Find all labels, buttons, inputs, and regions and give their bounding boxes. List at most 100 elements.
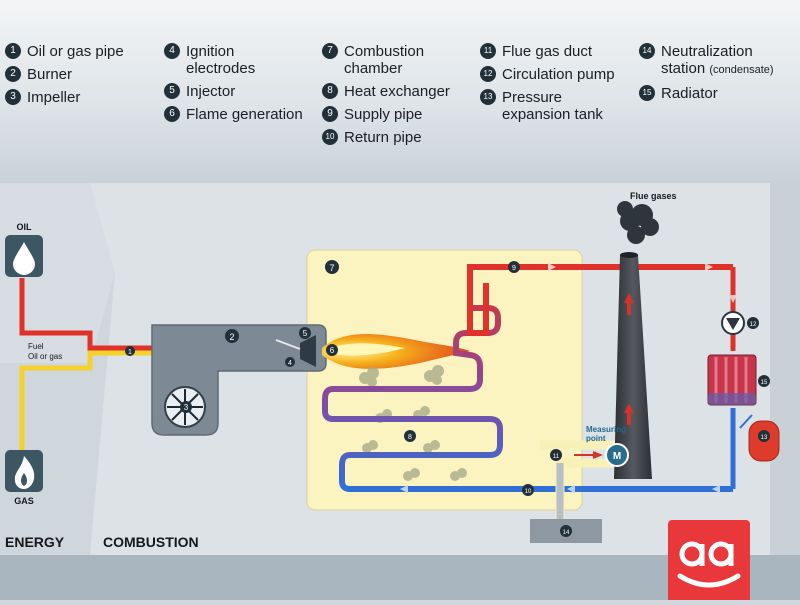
combustion-chamber: [306, 249, 583, 511]
badge-9: 9: [322, 106, 338, 122]
heat-exchanger-pipe: [322, 264, 733, 492]
badge-d10-text: 10: [525, 489, 532, 495]
badge-d5: [299, 327, 311, 339]
badge-d3: [180, 401, 192, 413]
legend-text-14-main: Neutralization station: [661, 43, 753, 77]
badge-2: 2: [5, 66, 21, 82]
aa-logo-icon: [668, 520, 750, 600]
legend-item-7: 7 Combustion chamber: [322, 43, 450, 77]
badge-d8: [404, 430, 416, 442]
badge-8: 8: [322, 83, 338, 99]
badge-d11: [550, 449, 562, 461]
diagram-canvas: 7 2 5 6 4 1 3 9 8 11 10 12 15 13 14 OIL …: [0, 183, 800, 555]
injector-nozzle: [300, 335, 316, 367]
badge-d7: [325, 260, 339, 274]
supply-loop: [467, 267, 489, 336]
oil-drop-icon: [5, 235, 43, 277]
badge-d13-text: 13: [761, 435, 768, 441]
legend-text-14-note: (condensate): [709, 64, 774, 76]
combustion-label: COMBUSTION: [103, 534, 199, 550]
legend-column-5: 14 Neutralization station (condensate) 15…: [639, 43, 774, 108]
chimney-arrows: [624, 293, 634, 425]
legend-text-12: Circulation pump: [502, 66, 615, 83]
badge-d1-text: 1: [128, 349, 132, 356]
badge-5: 5: [164, 83, 180, 99]
legend-text-9: Supply pipe: [344, 106, 423, 123]
radiator: [707, 354, 757, 406]
duct-arrow: [593, 451, 603, 459]
badge-d9: [508, 261, 520, 273]
legend-item-13: 13 Pressure expansion tank: [480, 89, 615, 123]
legend-text-6: Flame generation: [186, 106, 303, 123]
badge-d9-text: 9: [512, 265, 516, 272]
legend-text-7: Combustion chamber: [344, 43, 425, 77]
badge-1: 1: [5, 43, 21, 59]
legend-text-15: Radiator: [661, 85, 718, 102]
flow-arrows-supply: [548, 263, 737, 303]
badge-d8-text: 8: [408, 434, 412, 441]
badge-10: 10: [322, 129, 338, 145]
legend-item-2: 2 Burner: [5, 66, 124, 83]
energy-label: ENERGY: [5, 534, 65, 550]
legend-column-3: 7 Combustion chamber 8 Heat exchanger 9 Sup…: [322, 43, 450, 152]
legend-text-10: Return pipe: [344, 129, 422, 146]
heating-diagram: 7 2 5 6 4 1 3 9 8 11 10 12 15 13 14 OIL …: [0, 183, 800, 600]
fuel-label-line1: Fuel: [28, 342, 44, 351]
pump-triangle-icon: [726, 318, 740, 330]
flame-core: [328, 343, 405, 356]
diagram-badges: [125, 260, 770, 537]
badge-14: 14: [639, 43, 655, 59]
motor-measuring: [605, 443, 629, 467]
legend-item-12: 12 Circulation pump: [480, 66, 615, 83]
right-zone: [770, 183, 800, 555]
badge-d14-text: 14: [563, 530, 570, 536]
badge-d6: [326, 344, 338, 356]
legend-text-13: Pressure expansion tank: [502, 89, 603, 123]
legend-text-4: Ignition electrodes: [186, 43, 256, 77]
smoke-puffs: [359, 365, 467, 481]
chimney-top: [620, 252, 638, 258]
flue-gases-label: Flue gases: [630, 191, 677, 201]
gas-pipe: [19, 350, 160, 453]
badge-13: 13: [480, 89, 496, 105]
legend-item-10: 10 Return pipe: [322, 129, 450, 146]
legend-text-2: Burner: [27, 66, 73, 83]
badge-d12: [747, 317, 759, 329]
badge-d11-text: 11: [553, 454, 560, 460]
diagram-labels: OIL GAS Fuel Oil or gas Flue gases Measu…: [14, 191, 676, 506]
gas-flame-icon: [5, 450, 43, 492]
badge-d2-text: 2: [229, 332, 234, 342]
energy-zone: [0, 183, 115, 363]
legend-item-6: 6 Flame generation: [164, 106, 303, 123]
badge-3: 3: [5, 89, 21, 105]
badge-12: 12: [480, 66, 496, 82]
legend-item-1: 1 Oil or gas pipe: [5, 43, 124, 60]
legend-text-8: Heat exchanger: [344, 83, 450, 100]
oil-label: OIL: [17, 222, 33, 232]
bottom-bar: [0, 555, 800, 600]
badge-6: 6: [164, 106, 180, 122]
badge-d5-text: 5: [303, 329, 308, 338]
measuring-point-line2: point: [586, 434, 606, 443]
legend-text-1: Oil or gas pipe: [27, 43, 124, 60]
badge-d15-text: 15: [761, 380, 768, 386]
badge-d13: [758, 430, 770, 442]
gas-label: GAS: [14, 496, 34, 506]
badge-11: 11: [480, 43, 496, 59]
legend-text-5: Injector: [186, 83, 236, 100]
badge-d4-text: 4: [288, 360, 292, 367]
badge-d14: [560, 525, 572, 537]
motor-label: M: [613, 451, 621, 462]
oil-pipe: [19, 278, 160, 351]
badge-7: 7: [322, 43, 338, 59]
ignition-electrode: [275, 339, 301, 350]
measuring-point-line1: Measuring: [586, 425, 626, 434]
badge-d3-text: 3: [184, 403, 189, 412]
